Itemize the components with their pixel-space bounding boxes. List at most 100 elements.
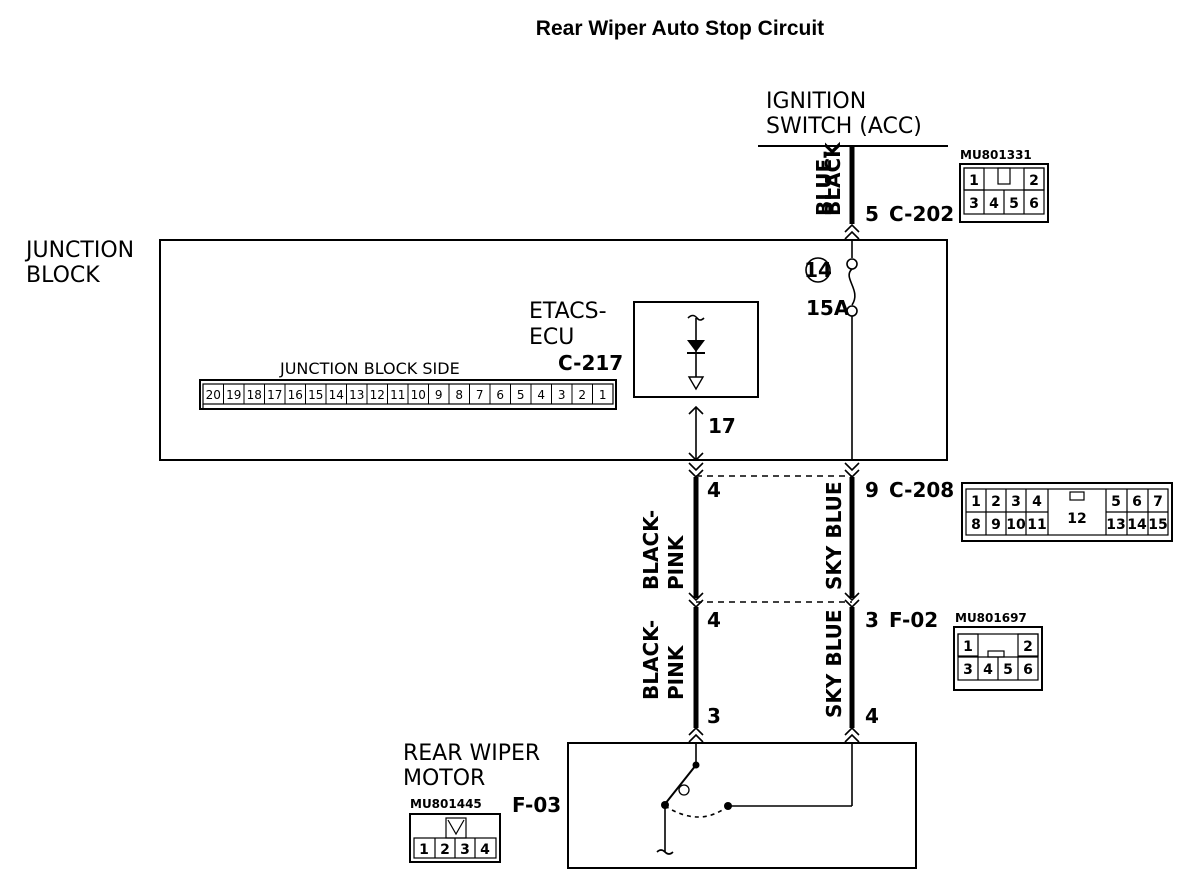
jb-pin-19: 19 bbox=[226, 388, 241, 402]
c208-connector-face: 1 2 3 4 5 6 7 12 8 9 10 11 13 14 15 bbox=[961, 482, 1173, 542]
c202-pin-2: 2 bbox=[1029, 173, 1039, 189]
f03-pin-3: 3 bbox=[460, 842, 470, 858]
c208-pin-5: 5 bbox=[1111, 494, 1121, 510]
motor-switch-pivot-icon bbox=[678, 784, 690, 796]
jb-pin-5: 5 bbox=[517, 388, 525, 402]
f02-pin-6: 6 bbox=[1023, 662, 1033, 678]
fuse-rating: 15A bbox=[806, 296, 850, 320]
junction-block-side-label: JUNCTION BLOCK SIDE bbox=[279, 359, 460, 378]
jb-pin-17: 17 bbox=[267, 388, 282, 402]
c202-pin-4: 4 bbox=[989, 196, 999, 212]
c202-name: C-202 bbox=[889, 202, 954, 226]
f02-pin-1: 1 bbox=[963, 639, 973, 655]
motor-label-line2: MOTOR bbox=[403, 766, 485, 791]
junction-block-label-line2: BLOCK bbox=[26, 263, 100, 288]
c202-part-number: MU801331 bbox=[960, 148, 1032, 162]
etacs-diode-icon bbox=[687, 340, 705, 352]
jb-pin-12: 12 bbox=[370, 388, 385, 402]
c208-pin-8: 8 bbox=[971, 517, 981, 533]
c208-left-pin: 4 bbox=[707, 478, 721, 502]
f03-left-pin: 3 bbox=[707, 704, 721, 728]
f02-part-number: MU801697 bbox=[955, 611, 1027, 625]
fuse-number-circle bbox=[805, 257, 831, 283]
wire-label-sky-blue-upper: SKY BLUE bbox=[822, 481, 846, 590]
c208-name: C-208 bbox=[889, 478, 954, 502]
c202-pin: 5 bbox=[865, 202, 879, 226]
f03-right-connector-symbol bbox=[844, 726, 860, 743]
c208-right-connector-symbol bbox=[844, 462, 860, 479]
etacs-ecu-box bbox=[633, 301, 759, 398]
fuse-terminal-top bbox=[846, 258, 858, 270]
wire-label-blue-black-2: BLACK bbox=[821, 141, 845, 216]
c202-pin-3: 3 bbox=[969, 196, 979, 212]
etacs-label-line2: ECU bbox=[529, 325, 574, 350]
f02-pin-4: 4 bbox=[983, 662, 993, 678]
jb-pin-13: 13 bbox=[349, 388, 364, 402]
f03-pin-1: 1 bbox=[419, 842, 429, 858]
wire-label-sky-blue-lower: SKY BLUE bbox=[822, 609, 846, 718]
junction-block-box bbox=[159, 239, 948, 461]
jb-pin-8: 8 bbox=[455, 388, 463, 402]
c208-pin-11: 11 bbox=[1027, 517, 1046, 533]
ignition-switch-label-line1: IGNITION bbox=[766, 89, 866, 114]
junction-block-label-line1: JUNCTION bbox=[24, 238, 134, 263]
jb-pin-16: 16 bbox=[288, 388, 303, 402]
wire-label-black-pink-2: PINK bbox=[664, 534, 688, 590]
diagram-title: Rear Wiper Auto Stop Circuit bbox=[536, 17, 824, 40]
jb-pin-6: 6 bbox=[496, 388, 504, 402]
fuse-symbol bbox=[848, 268, 856, 306]
etacs-connector: C-217 bbox=[558, 351, 623, 375]
jb-pin-1: 1 bbox=[599, 388, 607, 402]
etacs-ground-icon bbox=[687, 376, 705, 391]
wire-label-black-pink-1: BLACK- bbox=[639, 510, 663, 590]
f03-pin-4: 4 bbox=[480, 842, 490, 858]
c208-left-connector-symbol bbox=[688, 462, 704, 479]
c208-pin-4: 4 bbox=[1032, 494, 1042, 510]
f03-left-connector-symbol bbox=[688, 726, 704, 743]
jb-pin-2: 2 bbox=[578, 388, 586, 402]
c202-pin-6: 6 bbox=[1029, 196, 1039, 212]
c202-pin-5: 5 bbox=[1009, 196, 1019, 212]
c208-pin-9: 9 bbox=[991, 517, 1001, 533]
etacs-ecu-input-wave bbox=[687, 314, 705, 321]
c208-pin-13: 13 bbox=[1106, 517, 1125, 533]
jb-pin-7: 7 bbox=[476, 388, 484, 402]
f02-pin-2: 2 bbox=[1023, 639, 1033, 655]
rear-wiper-motor-box bbox=[567, 742, 917, 869]
c208-pin-10: 10 bbox=[1006, 517, 1026, 533]
c208-pin-2: 2 bbox=[991, 494, 1001, 510]
jb-pin-15: 15 bbox=[308, 388, 323, 402]
f02-connector-face: 1 2 3 4 5 6 bbox=[953, 626, 1043, 691]
wire-label-blue-black-1: BLUE- bbox=[812, 151, 836, 216]
c208-pin-15: 15 bbox=[1148, 517, 1167, 533]
motor-switch-arm bbox=[664, 764, 697, 805]
fuse-number: 14 bbox=[804, 258, 832, 282]
jb-pin-20: 20 bbox=[206, 388, 221, 402]
jb-pin-10: 10 bbox=[411, 388, 426, 402]
c208-pin-12: 12 bbox=[1067, 511, 1086, 527]
jb-pin-9: 9 bbox=[435, 388, 443, 402]
c202-pin-1: 1 bbox=[969, 173, 979, 189]
f02-pin-5: 5 bbox=[1003, 662, 1013, 678]
motor-cam-path bbox=[664, 805, 729, 818]
c208-pin-14: 14 bbox=[1127, 517, 1147, 533]
f03-name: F-03 bbox=[512, 793, 561, 817]
f03-part-number: MU801445 bbox=[410, 797, 482, 811]
c202-connector-face: 1 2 3 4 5 6 bbox=[959, 163, 1049, 223]
motor-ground-wave bbox=[656, 849, 674, 855]
etacs-pin: 17 bbox=[708, 414, 736, 438]
c208-right-pin: 9 bbox=[865, 478, 879, 502]
wire-label-black-pink-lower-1: BLACK- bbox=[639, 620, 663, 700]
ignition-switch-label-line2: SWITCH (ACC) bbox=[766, 114, 922, 139]
c202-connector-symbol bbox=[844, 223, 860, 240]
etacs-label-line1: ETACS- bbox=[529, 299, 607, 324]
motor-label-line1: REAR WIPER bbox=[403, 741, 540, 766]
f02-right-pin: 3 bbox=[865, 608, 879, 632]
f02-left-pin: 4 bbox=[707, 608, 721, 632]
jb-pin-4: 4 bbox=[537, 388, 545, 402]
f03-pin-2: 2 bbox=[440, 842, 450, 858]
c208-pin-6: 6 bbox=[1132, 494, 1142, 510]
wire-label-black-pink-lower-2: PINK bbox=[664, 644, 688, 700]
